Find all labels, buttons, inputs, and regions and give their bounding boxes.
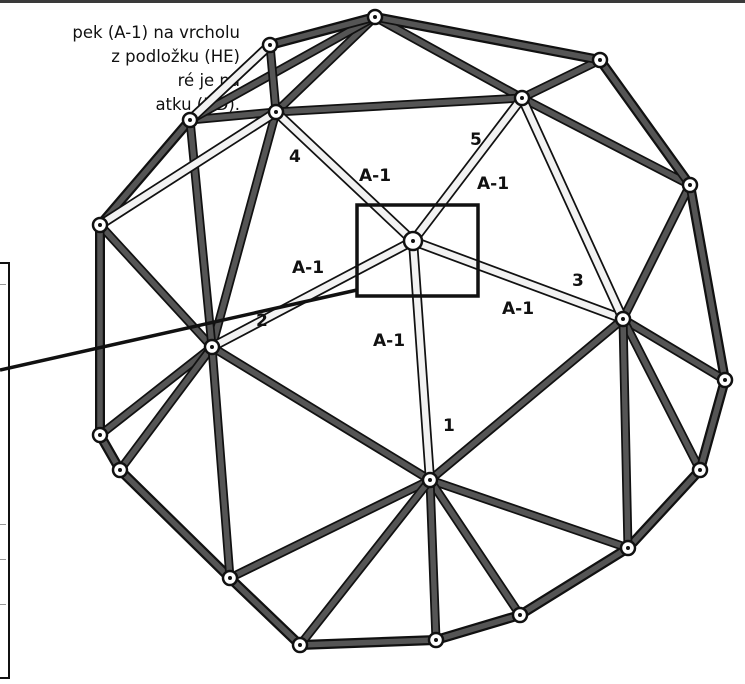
strut-dark-32 (207, 342, 435, 485)
strut-dark-37 (425, 314, 628, 485)
strut-dark-19 (185, 12, 380, 125)
top-border (0, 0, 745, 3)
strut-dark-41 (618, 314, 730, 385)
strut-dark-51 (295, 635, 441, 650)
strut-dark-43 (623, 465, 705, 553)
hub-center-l2 (118, 468, 122, 472)
strut-light-57 (408, 236, 628, 324)
strut-light-60 (95, 107, 281, 230)
strut-dark-50 (295, 475, 435, 650)
label-strut-1: 1 (443, 416, 455, 436)
strut-dark-42 (618, 314, 705, 475)
hub-center-lt (188, 118, 192, 122)
strut-light-56 (207, 236, 418, 352)
hub-center-b1 (626, 546, 630, 550)
label-a1-left: A-1 (292, 258, 324, 278)
detail-box (355, 203, 480, 298)
strut-dark-31 (95, 342, 217, 440)
strut-dark-15 (271, 12, 380, 117)
hub-center-h4 (274, 110, 278, 114)
strut-dark-21 (265, 40, 281, 117)
strut-dark-44 (425, 475, 633, 553)
strut-light-61 (517, 93, 628, 324)
strut-dark-53 (695, 375, 730, 475)
strut-dark-36 (207, 342, 235, 583)
strut-dark-45 (618, 314, 633, 553)
strut-dark-35 (225, 475, 435, 583)
strut-dark-16 (370, 12, 527, 103)
hub-center-b3 (434, 638, 438, 642)
hub-center-tl (268, 43, 272, 47)
hub-center-r2 (698, 468, 702, 472)
strut-dark-22 (517, 55, 605, 103)
label-a1-top-right: A-1 (477, 174, 509, 194)
label-strut-4: 4 (289, 147, 301, 167)
label-a1-top-left: A-1 (359, 166, 391, 186)
label-a1-bottom: A-1 (373, 331, 405, 351)
hub-center-rt (598, 58, 602, 62)
strut-dark-28 (95, 220, 217, 352)
strut-dark-39 (618, 180, 695, 324)
label-strut-3: 3 (572, 271, 584, 291)
strut-light-62 (185, 40, 275, 125)
hub-center-l1 (228, 576, 232, 580)
hub-center-h5 (520, 96, 524, 100)
strut-dark-20 (265, 12, 380, 50)
strut-dark-23 (370, 12, 605, 65)
strut-light-58 (271, 107, 418, 246)
label-a1-right: A-1 (502, 299, 534, 319)
detail-callout-panel (0, 262, 10, 679)
strut-dark-46 (425, 475, 525, 620)
hub-center-rr (688, 183, 692, 187)
hub-center-b2 (518, 613, 522, 617)
hub-center-h3 (621, 317, 625, 321)
strut-dark-27 (95, 115, 195, 230)
hub-center-h1 (428, 478, 432, 482)
strut-dark-26 (207, 107, 281, 352)
hub-center-c (411, 239, 415, 243)
strut-dark-52 (225, 573, 305, 650)
strut-light-55 (408, 236, 435, 485)
hub-center-b4 (298, 643, 302, 647)
label-strut-2: 2 (256, 311, 268, 331)
strut-dark-25 (595, 55, 695, 190)
hub-center-r1 (723, 378, 727, 382)
strut-dark-40 (685, 180, 730, 385)
strut-dark-34 (115, 465, 235, 583)
strut-dark-18 (185, 107, 281, 125)
strut-dark-48 (425, 475, 441, 645)
hub-center-l3 (98, 433, 102, 437)
strut-dark-24 (517, 93, 695, 190)
label-strut-5: 5 (470, 130, 482, 150)
strut-dark-33 (115, 342, 217, 475)
instruction-line-2: z podložku (HE) (111, 47, 240, 66)
strut-dark-49 (431, 610, 525, 645)
hub-center-ll (98, 223, 102, 227)
strut-dark-17 (271, 93, 527, 117)
leader-line (0, 288, 358, 372)
strut-dark-29 (185, 115, 217, 352)
strut-light-59 (408, 93, 527, 246)
dome-struts (95, 12, 730, 650)
hub-center-t (373, 15, 377, 19)
instruction-line-1: pek (A-1) na vrcholu (72, 23, 240, 42)
strut-dark-47 (515, 543, 633, 620)
dome-hubs (91, 8, 734, 654)
hub-center-h2 (210, 345, 214, 349)
